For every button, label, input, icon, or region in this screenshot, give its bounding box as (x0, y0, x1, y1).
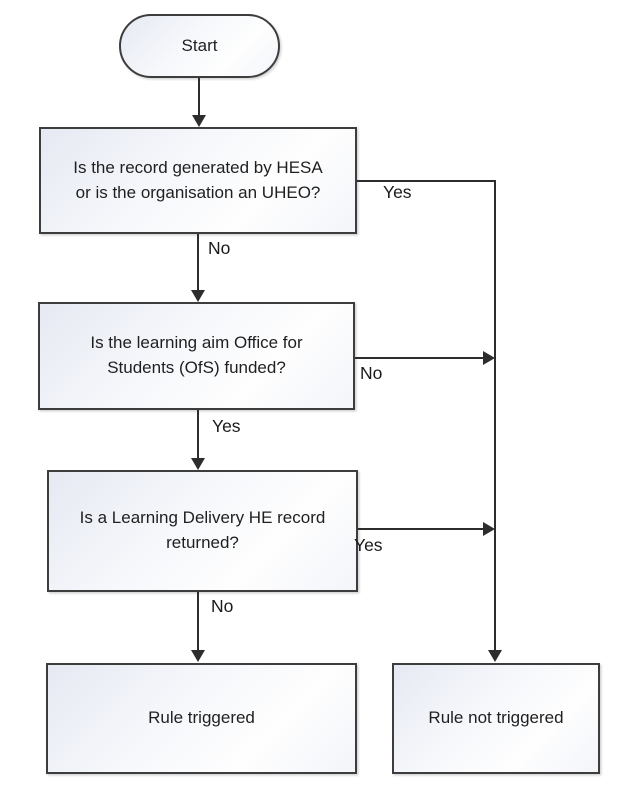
edge-label-q3-no: No (211, 596, 234, 616)
connector-q3-to-triggered-arrowhead-icon (191, 650, 205, 662)
connector-q2-to-q3-line (197, 410, 199, 458)
connector-q1-yes-horizontal-line (357, 180, 496, 182)
connector-q3-yes-horizontal-line (358, 528, 483, 530)
connector-rail-to-not-triggered-arrowhead-icon (488, 650, 502, 662)
outcome-rule-not-triggered-node: Rule not triggered (392, 663, 600, 774)
start-node-label: Start (181, 35, 218, 55)
question-he-record-line2: returned? (166, 533, 239, 552)
question-ofs-funded-node: Is the learning aim Office for Students … (38, 302, 355, 410)
connector-q3-yes-arrowhead-icon (483, 522, 495, 536)
start-node: Start (119, 14, 280, 78)
connector-q3-to-triggered-line (197, 592, 199, 650)
question-hesa-uheo-line1: Is the record generated by HESA (73, 157, 323, 177)
connector-start-to-q1-line (198, 78, 200, 115)
connector-right-rail-line (494, 180, 496, 650)
connector-start-to-q1-arrowhead-icon (192, 115, 206, 127)
connector-q1-to-q2-arrowhead-icon (191, 290, 205, 302)
edge-label-q1-yes: Yes (383, 182, 412, 202)
outcome-rule-not-triggered-label: Rule not triggered (428, 708, 564, 728)
question-ofs-funded-line2: Students (OfS) funded? (107, 358, 286, 377)
question-hesa-uheo-line2: or is the organisation an UHEO? (75, 182, 321, 202)
edge-label-q2-no: No (360, 363, 383, 383)
outcome-rule-triggered-label: Rule triggered (148, 708, 255, 728)
question-he-record-line1: Is a Learning Delivery HE record (79, 508, 326, 528)
outcome-rule-triggered-node: Rule triggered (46, 663, 357, 774)
question-hesa-uheo-node: Is the record generated by HESA or is th… (39, 127, 357, 234)
connector-q2-no-arrowhead-icon (483, 351, 495, 365)
edge-label-q3-yes: Yes (354, 535, 383, 555)
connector-q1-to-q2-line (197, 234, 199, 290)
question-he-record-node: Is a Learning Delivery HE record returne… (47, 470, 358, 592)
question-ofs-funded-line1: Is the learning aim Office for (90, 333, 303, 353)
edge-label-q1-no: No (208, 238, 231, 258)
edge-label-q2-yes: Yes (212, 416, 241, 436)
connector-q2-no-horizontal-line (355, 357, 483, 359)
connector-q2-to-q3-arrowhead-icon (191, 458, 205, 470)
